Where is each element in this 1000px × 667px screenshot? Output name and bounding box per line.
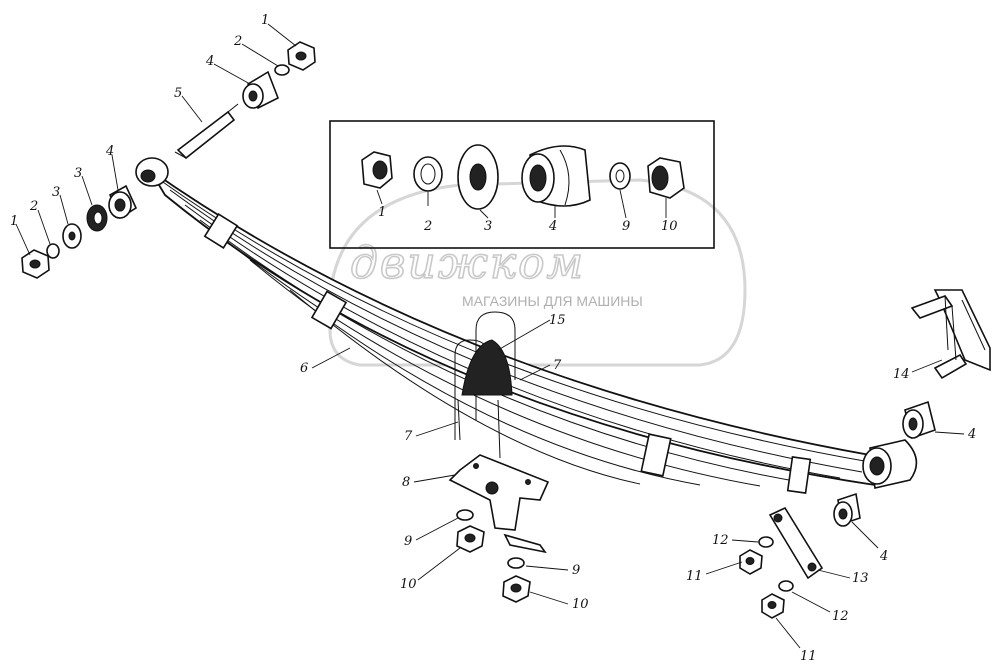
front-spring-eye <box>135 157 169 187</box>
inset-label-4: 4 <box>548 219 557 234</box>
label-2-left: 2 <box>29 199 38 214</box>
front-upper-lock-washer <box>274 64 290 76</box>
label-10-lower: 10 <box>572 597 589 612</box>
inset-small-lock-washer <box>609 162 631 190</box>
label-11-lower: 11 <box>800 649 817 664</box>
rear-shackle-bolt <box>910 289 991 380</box>
shackle-nut-upper <box>739 549 763 575</box>
label-2-top: 2 <box>233 34 242 49</box>
rear-spring-eye <box>862 439 918 489</box>
label-15: 15 <box>549 313 566 328</box>
label-12-upper: 12 <box>712 533 729 548</box>
bracket-nut-upper <box>456 525 485 553</box>
watermark: движком МАГАЗИНЫ ДЛЯ МАШИНЫ <box>327 178 747 367</box>
label-12-lower: 12 <box>832 609 849 624</box>
label-4-top: 4 <box>205 54 214 69</box>
inset-label-3: 3 <box>484 219 492 234</box>
bracket-washer-lower <box>507 557 525 569</box>
inset-nut <box>361 151 393 189</box>
rear-upper-bushing <box>902 400 936 440</box>
label-10-upper: 10 <box>400 577 417 592</box>
spring-pad <box>461 339 513 396</box>
u-bolts-assembly <box>454 311 516 459</box>
label-7-lower: 7 <box>404 429 413 444</box>
label-6: 6 <box>300 361 308 376</box>
label-3-left-b: 3 <box>74 166 82 181</box>
bracket-nut-lower <box>502 575 531 603</box>
front-lower-washer-1 <box>62 223 82 249</box>
front-lower-washer-2 <box>86 204 108 232</box>
inset-large-nut <box>647 157 685 199</box>
inset-label-1: 1 <box>378 205 386 220</box>
shackle-washer-upper <box>758 536 774 548</box>
label-4-right-upper: 4 <box>967 427 976 442</box>
front-upper-nut <box>287 41 316 71</box>
inset-rubber-bushing <box>521 145 591 207</box>
rebound-clip-3 <box>640 433 672 477</box>
rear-lower-bushing <box>833 492 861 527</box>
front-lower-bushing <box>108 184 138 220</box>
inset-label-9: 9 <box>622 219 630 234</box>
shackle-nut-lower <box>761 593 785 619</box>
rebound-clip-4 <box>786 456 812 494</box>
inset-lock-washer <box>413 156 443 192</box>
inset-label-10: 10 <box>661 219 678 234</box>
shackle-plate <box>768 506 824 580</box>
watermark-tagline: МАГАЗИНЫ ДЛЯ МАШИНЫ <box>462 293 643 309</box>
label-4-right-lower: 4 <box>879 549 888 564</box>
label-1-top: 1 <box>261 13 269 28</box>
rebound-clip-1 <box>203 213 239 249</box>
label-7-upper: 7 <box>553 358 562 373</box>
label-14: 14 <box>893 367 910 382</box>
front-lower-parts <box>21 184 138 279</box>
label-8: 8 <box>402 475 410 490</box>
label-1-left: 1 <box>10 214 18 229</box>
label-13: 13 <box>852 571 869 586</box>
inset-label-2: 2 <box>423 219 432 234</box>
front-lower-lock-washer <box>46 243 60 259</box>
bracket-pin <box>503 533 547 554</box>
inset-parts-box: 1 2 3 4 9 10 <box>329 120 715 249</box>
label-5: 5 <box>174 86 182 101</box>
leaf-spring-pack <box>135 157 918 494</box>
front-lower-nut <box>21 249 50 279</box>
label-11-upper: 11 <box>686 569 703 584</box>
shackle-washer-lower <box>778 580 794 592</box>
shackle-pin <box>174 103 239 160</box>
callouts: 1 2 4 5 1 2 3 3 4 6 7 7 15 14 4 4 <box>10 13 976 664</box>
front-upper-bushing <box>242 70 280 110</box>
spring-bracket <box>448 454 550 554</box>
bracket-washer-upper <box>456 509 474 521</box>
label-3-left-a: 3 <box>52 185 60 200</box>
label-4-left: 4 <box>105 144 114 159</box>
label-9-lower: 9 <box>572 563 580 578</box>
label-9-upper: 9 <box>404 534 412 549</box>
rebound-clip-2 <box>310 290 348 330</box>
front-pin-assembly <box>174 41 316 160</box>
watermark-brand: движком <box>350 238 585 289</box>
inset-washer <box>457 144 499 210</box>
